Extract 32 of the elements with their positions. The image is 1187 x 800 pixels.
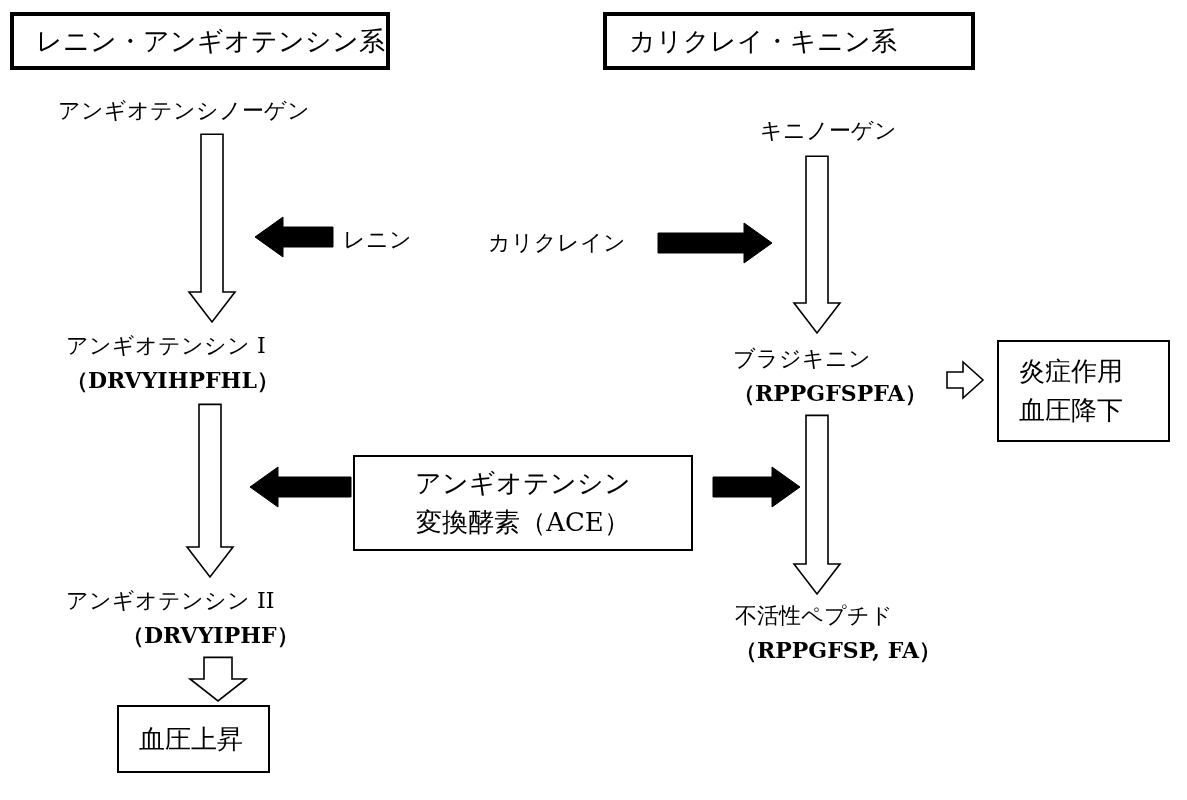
solid-block-arrow bbox=[254, 216, 334, 258]
sequence-label: （DRVYIHPFHL） bbox=[66, 366, 280, 396]
hollow-block-arrow bbox=[792, 414, 842, 596]
compound-label: 不活性ペプチド bbox=[735, 602, 894, 630]
hollow-block-arrow bbox=[946, 360, 985, 400]
solid-block-arrow bbox=[249, 466, 352, 508]
enzyme-label: カリクレイン bbox=[488, 229, 627, 257]
process-box bbox=[353, 455, 693, 551]
title-text: レニン・アンギオテンシン系 bbox=[36, 24, 386, 58]
effect-text: 血圧上昇 bbox=[139, 722, 244, 756]
effect-text: 炎症作用血圧降下 bbox=[1019, 355, 1124, 427]
hollow-block-arrow bbox=[792, 155, 842, 335]
compound-label: アンギオテンシン I bbox=[66, 332, 267, 360]
hollow-block-arrow bbox=[187, 656, 249, 702]
enzyme-label: レニン bbox=[343, 226, 413, 254]
compound-label: アンギオテンシン II bbox=[66, 587, 276, 615]
title-box bbox=[10, 12, 390, 70]
compound-label: ブラジキニン bbox=[733, 345, 872, 373]
hollow-block-arrow bbox=[185, 403, 235, 579]
solid-block-arrow bbox=[657, 222, 773, 264]
process-box bbox=[997, 340, 1170, 442]
enzyme-text: アンギオテンシン変換酵素（ACE） bbox=[414, 467, 632, 539]
title-box bbox=[603, 12, 975, 70]
title-text: カリクレイ・キニン系 bbox=[629, 24, 898, 58]
hollow-block-arrow bbox=[187, 133, 237, 324]
process-box bbox=[117, 705, 270, 773]
solid-block-arrow bbox=[712, 466, 801, 508]
compound-label: アンギオテンシノーゲン bbox=[58, 97, 311, 125]
sequence-label: （RPPGFSPFA） bbox=[733, 379, 928, 409]
compound-label: キニノーゲン bbox=[760, 117, 898, 145]
sequence-label: （RPPGFSP, FA） bbox=[735, 636, 943, 666]
sequence-label: （DRVYIPHF） bbox=[121, 621, 300, 651]
